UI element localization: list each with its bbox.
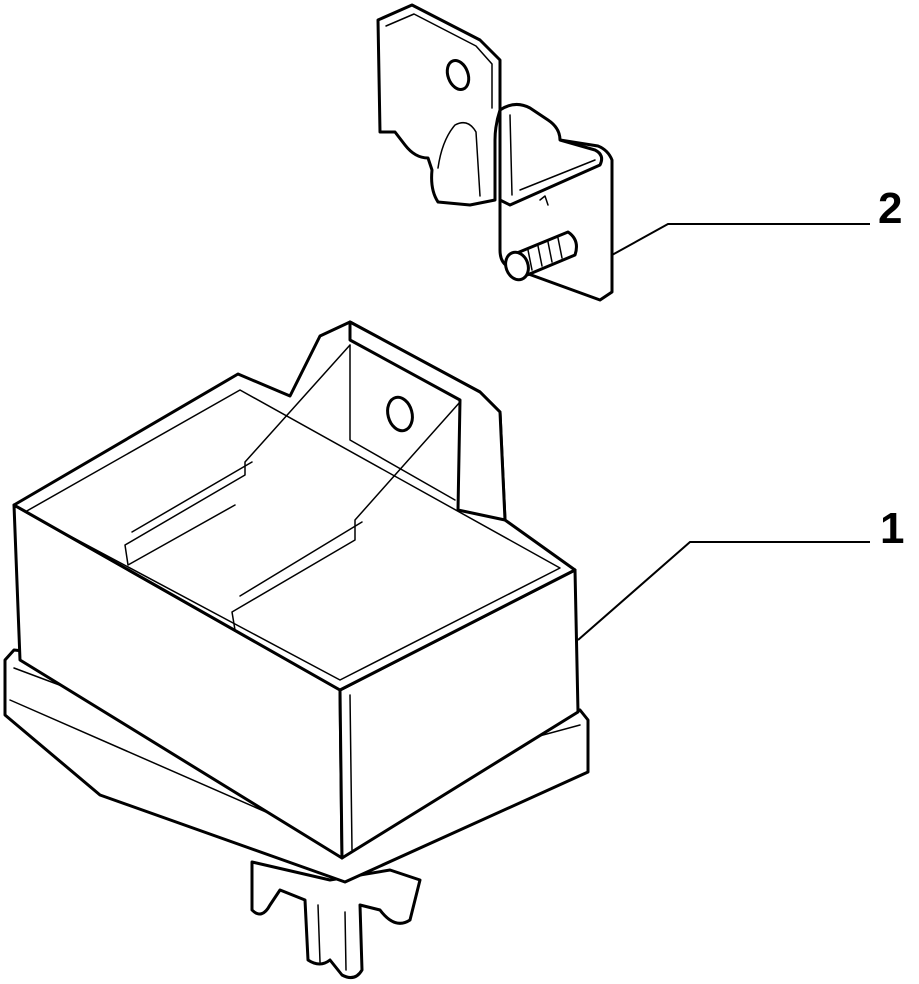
callout-label-2: 2 [878, 184, 902, 233]
part-2-bracket [376, 3, 614, 302]
callout-label-1: 1 [880, 504, 904, 553]
part-1-relay-box [3, 320, 590, 980]
leader-line-1 [577, 541, 870, 641]
leader-line-2 [611, 223, 870, 256]
